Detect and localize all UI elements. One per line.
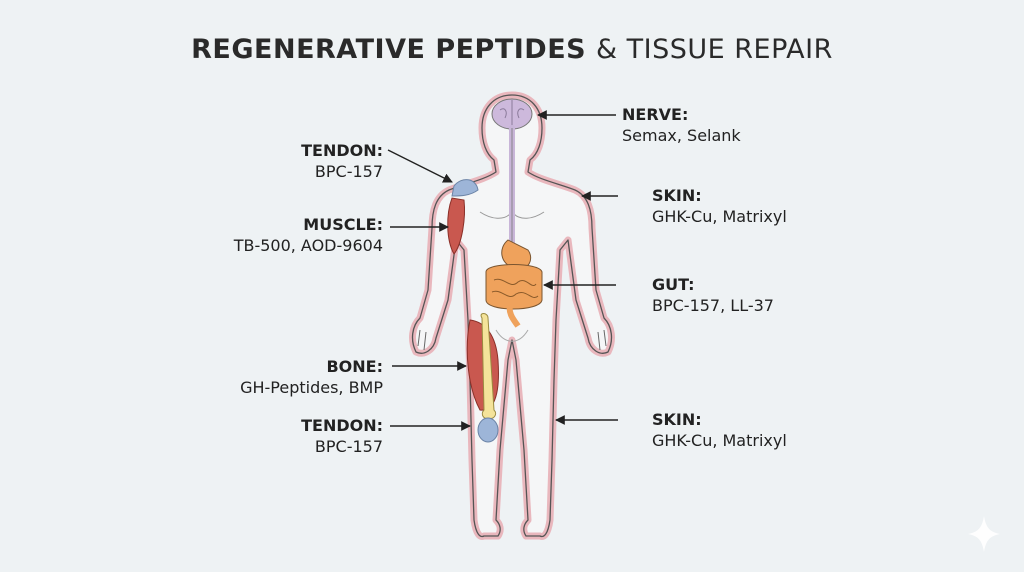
label-skin-lower-sub: GHK-Cu, Matrixyl bbox=[652, 431, 787, 450]
title-rest: & TISSUE REPAIR bbox=[596, 34, 833, 65]
label-bone-head: BONE: bbox=[326, 357, 383, 376]
page-title: REGENERATIVE PEPTIDES & TISSUE REPAIR bbox=[0, 34, 1024, 65]
label-tendon-upper-sub: BPC-157 bbox=[314, 162, 383, 181]
label-nerve: NERVE: Semax, Selank bbox=[622, 104, 741, 146]
label-muscle-sub: TB-500, AOD-9604 bbox=[233, 236, 383, 255]
label-muscle: MUSCLE: TB-500, AOD-9604 bbox=[234, 214, 383, 256]
label-bone-sub: GH-Peptides, BMP bbox=[240, 378, 383, 397]
label-nerve-head: NERVE: bbox=[622, 105, 689, 124]
femur-bone bbox=[480, 313, 497, 419]
arrow-tendon-upper bbox=[387, 149, 453, 183]
label-bone: BONE: GH-Peptides, BMP bbox=[240, 356, 383, 398]
label-nerve-sub: Semax, Selank bbox=[622, 126, 741, 145]
gut bbox=[485, 239, 543, 328]
arrows bbox=[387, 110, 618, 431]
label-gut-head: GUT: bbox=[652, 275, 695, 294]
label-tendon-lower-sub: BPC-157 bbox=[314, 437, 383, 456]
label-gut: GUT: BPC-157, LL-37 bbox=[652, 274, 774, 316]
label-gut-sub: BPC-157, LL-37 bbox=[652, 296, 774, 315]
title-main: REGENERATIVE PEPTIDES bbox=[191, 34, 587, 65]
label-muscle-head: MUSCLE: bbox=[303, 215, 383, 234]
shoulder-tendon bbox=[451, 179, 479, 197]
label-skin-lower-head: SKIN: bbox=[652, 410, 702, 429]
label-skin-lower: SKIN: GHK-Cu, Matrixyl bbox=[652, 409, 787, 451]
label-skin-upper: SKIN: GHK-Cu, Matrixyl bbox=[652, 185, 787, 227]
label-skin-upper-head: SKIN: bbox=[652, 186, 702, 205]
sparkle-icon bbox=[968, 516, 1000, 552]
label-tendon-upper: TENDON: BPC-157 bbox=[301, 140, 383, 182]
label-tendon-lower-head: TENDON: bbox=[301, 416, 383, 435]
label-tendon-lower: TENDON: BPC-157 bbox=[301, 415, 383, 457]
label-tendon-upper-head: TENDON: bbox=[301, 141, 383, 160]
label-skin-upper-sub: GHK-Cu, Matrixyl bbox=[652, 207, 787, 226]
arm-muscle bbox=[447, 197, 465, 255]
knee-tendon bbox=[477, 417, 499, 443]
